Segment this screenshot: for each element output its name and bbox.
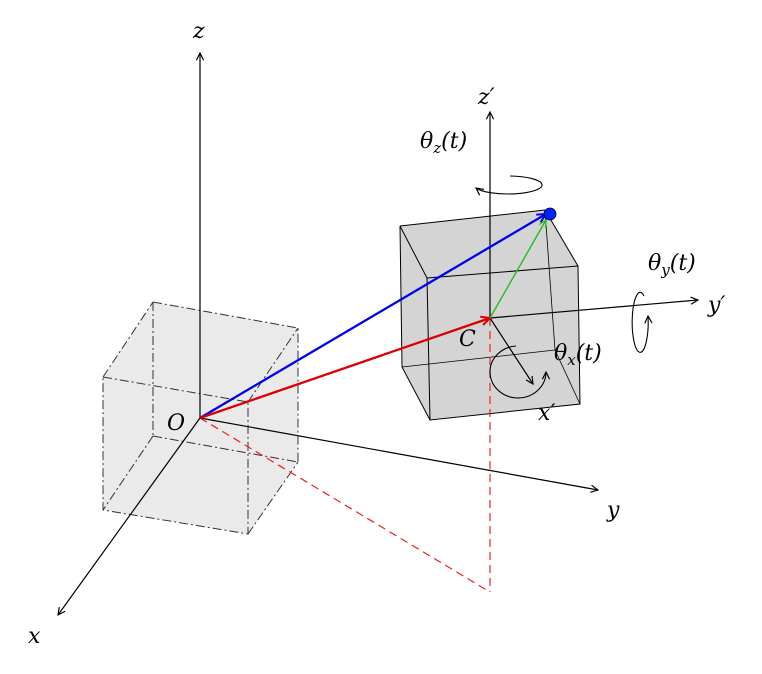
axis-y-prime-line xyxy=(489,300,698,319)
point-marker xyxy=(543,207,557,221)
axis-x-prime-line xyxy=(489,317,533,384)
rotation-z-icon xyxy=(476,175,543,194)
left-cube-edge xyxy=(247,461,299,535)
projection-lines xyxy=(199,318,491,593)
center-label: C xyxy=(459,327,476,352)
left-cube-hidden-edge xyxy=(152,435,299,463)
labels: z y x z′ y′ x′ O C θz(t) θy(t) θx(t) xyxy=(28,19,725,649)
theta-z-label: θz(t) xyxy=(420,129,467,157)
right-cube-edge xyxy=(399,209,546,227)
axis-x-prime-label: x′ xyxy=(538,401,555,426)
right-cube-edge xyxy=(399,225,428,279)
axis-z-prime-label: z′ xyxy=(477,85,495,110)
body-axes xyxy=(490,112,698,384)
right-cube-hidden-edge xyxy=(544,209,556,351)
origin-label: O xyxy=(167,411,185,436)
right-cube-hidden-edge xyxy=(401,349,556,368)
rotation-symbols xyxy=(476,175,648,399)
right-cube-edge xyxy=(399,225,403,368)
world-axes xyxy=(58,53,598,615)
left-cube-edge xyxy=(247,327,299,403)
offset-vector-green xyxy=(489,220,546,319)
theta-y-label: θy(t) xyxy=(648,251,696,279)
axis-x-line xyxy=(58,417,201,615)
right-cube-edge xyxy=(401,366,431,421)
axis-z-label: z xyxy=(192,19,205,44)
left-cube-edge xyxy=(102,301,154,378)
rotation-x-icon xyxy=(489,345,546,399)
projection-line-ground xyxy=(199,417,491,593)
position-vector-red xyxy=(199,318,490,420)
theta-x-label: θx(t) xyxy=(554,341,602,369)
axis-y-line xyxy=(199,417,598,490)
left-cube-hidden-edge xyxy=(102,435,154,511)
position-vector-blue xyxy=(199,214,546,419)
axis-y-prime-label: y′ xyxy=(707,293,725,318)
right-cube-hidden-edge xyxy=(554,349,581,405)
rotation-y-icon xyxy=(631,291,648,353)
axis-x-label: x xyxy=(28,624,41,649)
axis-y-label: y xyxy=(606,498,620,523)
